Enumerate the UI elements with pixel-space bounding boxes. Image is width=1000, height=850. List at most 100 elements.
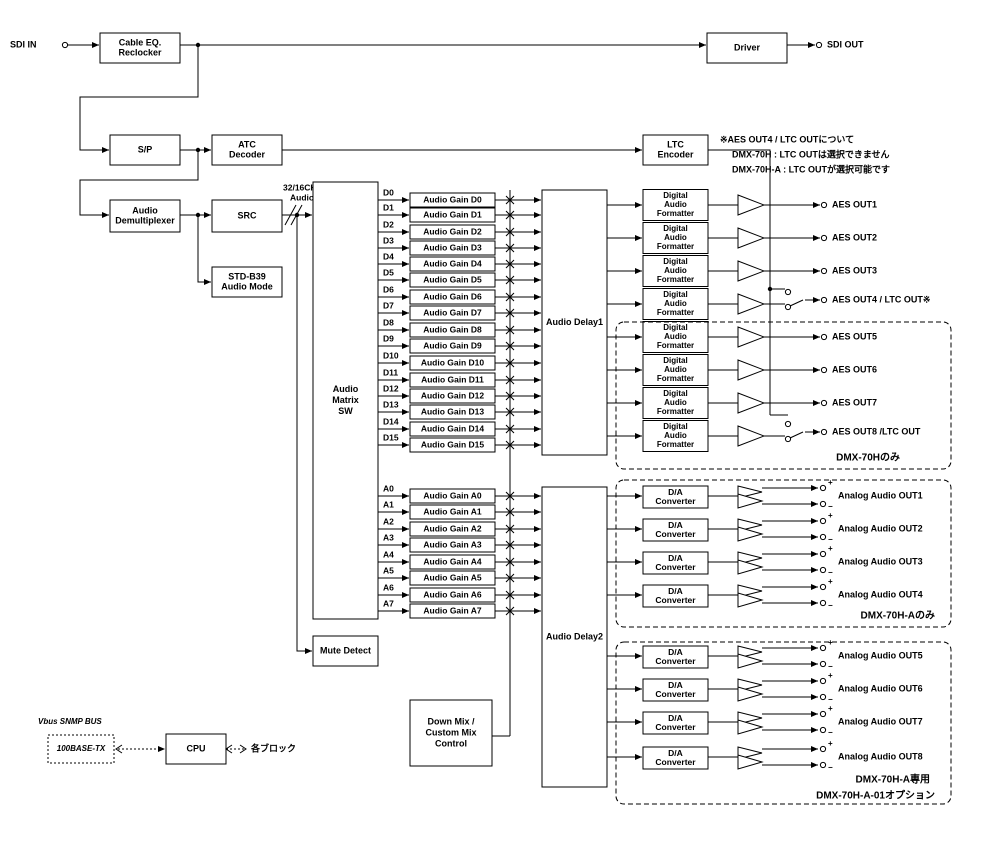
aes-out-terminal [820, 234, 828, 242]
polarity-plus: + [828, 739, 833, 748]
sdi-out-label: SDI OUT [827, 39, 864, 49]
audio-gain-block-label: Audio Gain D9 [423, 340, 482, 350]
audio-gain-block-label: Audio Gain A0 [423, 490, 482, 500]
audio-gain-block: Audio Gain D3 [409, 240, 496, 256]
switch-contact [784, 435, 792, 443]
digital-audio-formatter-block-label: Audio [664, 233, 687, 242]
audio-gain-block: Audio Gain A2 [409, 521, 496, 537]
ltc-encoder-block-label: LTC [667, 139, 684, 149]
sp-block-label: S/P [138, 144, 153, 154]
switch-blade [789, 431, 804, 439]
dmx70h-only-label: DMX-70Hのみ [836, 452, 900, 464]
aes-out-label: AES OUT5 [832, 331, 877, 341]
da-converter-block-label: Converter [655, 496, 696, 506]
channel-label: A0 [383, 483, 394, 493]
audio-gain-block-label: Audio Gain A4 [423, 556, 482, 566]
digital-audio-formatter-block-label: Formatter [657, 242, 694, 251]
audio-gain-block-label: Audio Gain D15 [421, 439, 485, 449]
audio-gain-block-label: Audio Gain D14 [421, 423, 485, 433]
polarity-plus: + [828, 478, 833, 487]
digital-audio-formatter-block-frame [642, 222, 709, 254]
audio-gain-block: Audio Gain D5 [409, 272, 496, 288]
downmix-control-block-frame [409, 699, 493, 767]
switch-contact [784, 288, 792, 296]
note-line: ※AES OUT4 / LTC OUTについて [720, 134, 854, 144]
aes-driver-triangle [737, 326, 766, 348]
digital-audio-formatter-block-label: Formatter [657, 209, 694, 218]
dmx70ha-exclusive-label: DMX-70H-A専用 [856, 773, 930, 786]
aes-driver-triangle [737, 392, 766, 414]
sp-block-frame [109, 134, 181, 166]
digital-audio-formatter-block-label: Audio [664, 200, 687, 209]
audio-gain-block: Audio Gain D15 [409, 437, 496, 453]
std-b39-block-label: Audio Mode [221, 281, 273, 291]
analog-out-plus-terminal [819, 644, 827, 652]
analog-out-plus-terminal [819, 517, 827, 525]
balanced-amp-top [737, 645, 763, 659]
analog-out-plus-terminal [819, 550, 827, 558]
polarity-minus: − [828, 728, 833, 737]
audio-gain-block: Audio Gain D14 [409, 421, 496, 437]
aes-out-label: AES OUT8 /LTC OUT [832, 426, 921, 436]
aes-out-label: AES OUT2 [832, 232, 877, 242]
signal-line [79, 45, 199, 153]
da-converter-block-label: Converter [655, 757, 696, 767]
analog-out-minus-terminal [819, 599, 827, 607]
src-block: SRC [211, 199, 283, 233]
channel-label: D12 [383, 383, 399, 393]
channel-label: D10 [383, 350, 399, 360]
balanced-amp-bottom [737, 653, 764, 669]
sp-block: S/P [109, 134, 181, 166]
cpu-block-label: CPU [186, 743, 205, 753]
analog-out-plus-terminal [819, 745, 827, 753]
switch-blade [789, 299, 804, 307]
dmx70ha-only-label: DMX-70H-Aのみ [861, 610, 935, 622]
balanced-amp-top [737, 678, 763, 692]
aes-out-terminal [820, 366, 828, 374]
downmix-control-block-label: Custom Mix [425, 727, 476, 737]
polarity-minus: − [828, 662, 833, 671]
aes-out-label: AES OUT3 [832, 265, 877, 275]
std-b39-block-label: STD-B39 [228, 271, 266, 281]
channel-label: A2 [383, 516, 394, 526]
polarity-minus: − [828, 601, 833, 610]
switch-contact [784, 420, 792, 428]
mute-detect-block-frame [312, 635, 379, 667]
da-converter-block-frame [642, 678, 709, 702]
digital-audio-formatter-block-label: Audio [664, 431, 687, 440]
audio-gain-block: Audio Gain D10 [409, 355, 496, 371]
audio-delay1-block-label: Audio Delay1 [546, 317, 603, 327]
da-converter-block-label: D/A [668, 553, 683, 563]
audio-gain-block-label: Audio Gain D1 [423, 209, 482, 219]
channel-label: D2 [383, 219, 394, 229]
blocks-note-label: 各ブロック [250, 742, 296, 753]
audio-gain-block-label: Audio Gain D13 [421, 406, 485, 416]
audio-demultiplexer-block-label: Demultiplexer [115, 215, 175, 225]
digital-audio-formatter-block-label: Formatter [657, 308, 694, 317]
balanced-amp-bottom [737, 493, 764, 509]
polarity-minus: − [828, 568, 833, 577]
analog-out-label: Analog Audio OUT6 [838, 683, 923, 693]
aes-out-terminal [820, 296, 828, 304]
da-converter-block-frame [642, 711, 709, 735]
arrow-head [115, 744, 123, 754]
switch-contact [784, 303, 792, 311]
polarity-minus: − [828, 502, 833, 511]
balanced-amp-bottom [737, 686, 764, 702]
digital-audio-formatter-block-label: Digital [663, 290, 687, 299]
audio-delay2-block: Audio Delay2 [541, 486, 608, 788]
ethernet-label: 100BASE-TX [57, 744, 106, 753]
balanced-amp-bottom [737, 754, 764, 770]
da-converter-block-label: Converter [655, 595, 696, 605]
bus-label: Audio [290, 192, 314, 202]
channel-label: D13 [383, 399, 399, 409]
digital-audio-formatter-block-label: Audio [664, 398, 687, 407]
